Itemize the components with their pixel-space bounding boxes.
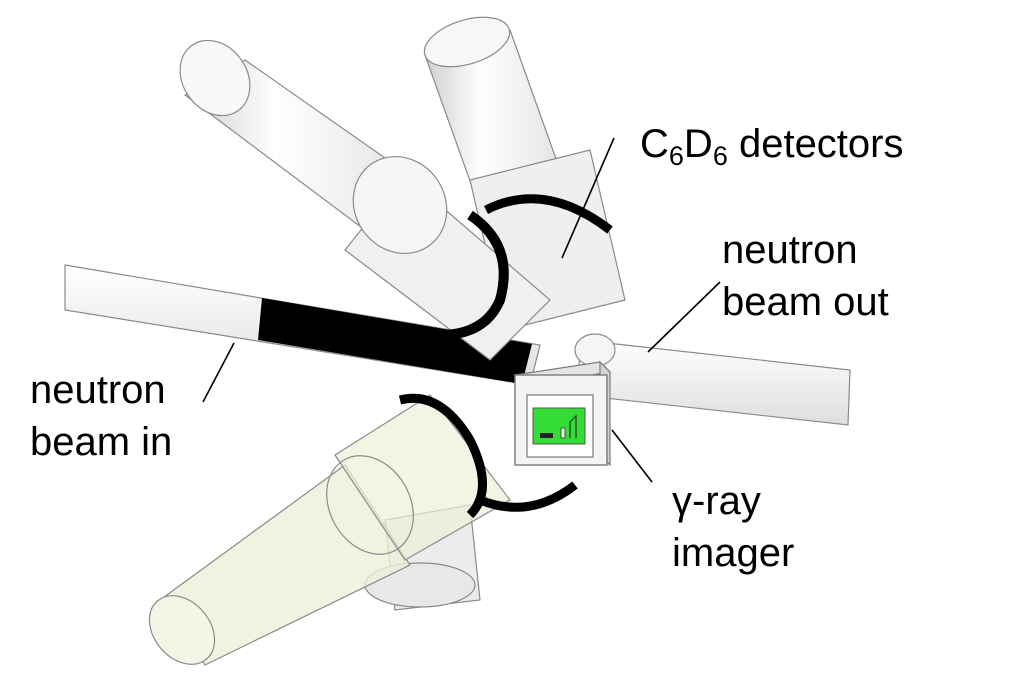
leader-line-detectors — [561, 137, 615, 259]
label-imager-line2: imager — [672, 531, 795, 575]
label-imager-line1: γ-ray — [672, 479, 761, 523]
detector-top-left — [179, 39, 551, 361]
detector-lower-left-translucent — [148, 393, 578, 666]
label-beam-in-line1: neutron — [30, 368, 166, 412]
leader-line-beam-out — [647, 281, 721, 353]
gamma-ray-imager-device — [513, 360, 612, 467]
label-beam-out-line1: neutron — [722, 228, 858, 272]
leader-line-imager — [611, 429, 653, 483]
leader-line-beam-in — [202, 342, 235, 403]
label-imager: γ-ray imager — [672, 475, 794, 579]
label-beam-in-line2: beam in — [30, 420, 173, 464]
label-detectors: C6D6 detectors — [640, 122, 904, 171]
label-beam-out-line2: beam out — [722, 280, 889, 324]
label-beam-out: neutron beam out — [722, 224, 889, 328]
label-beam-in: neutron beam in — [30, 364, 172, 468]
beam-pipe-out — [574, 333, 851, 426]
